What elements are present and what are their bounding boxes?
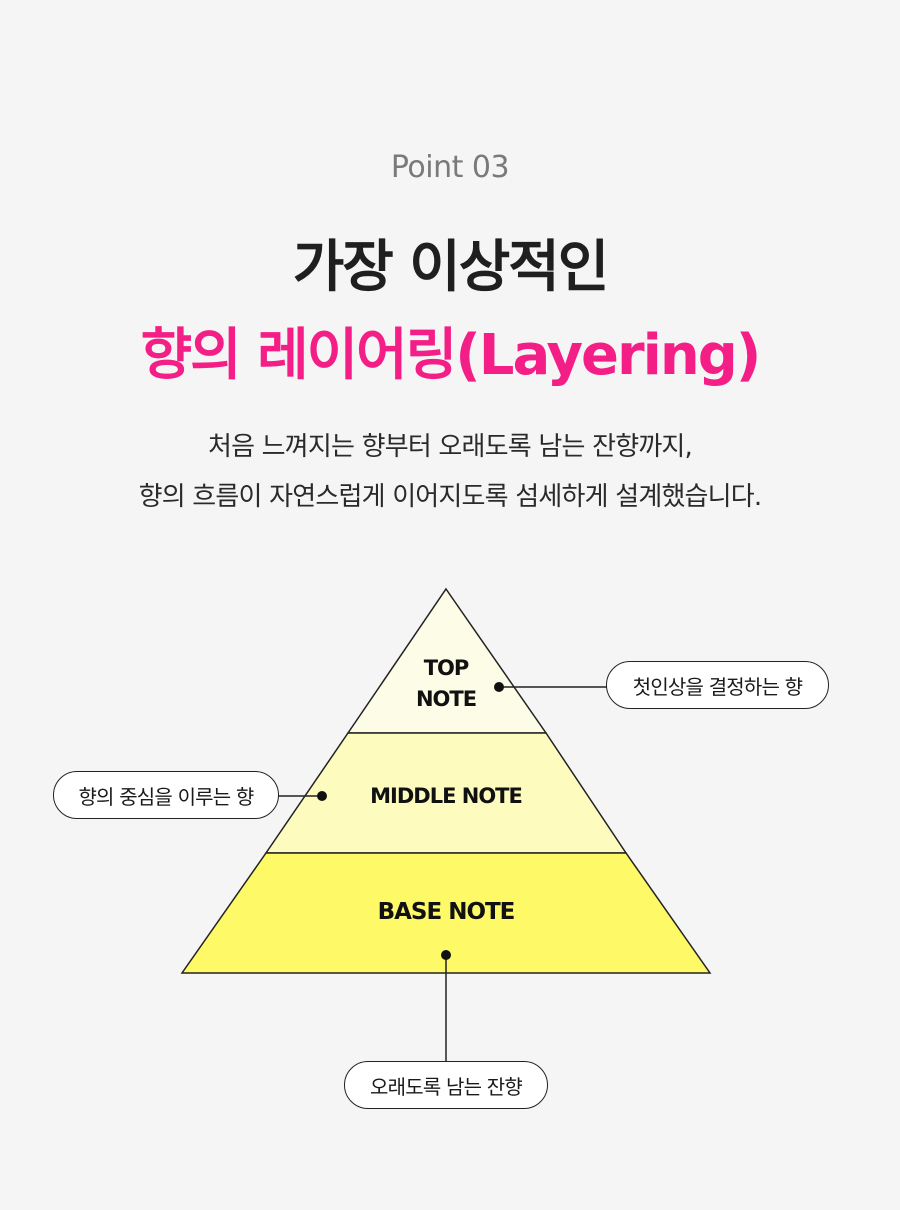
headline-line-2: 향의 레이어링(Layering) [140,323,762,388]
top-note-callout: 첫인상을 결정하는 향 [606,661,829,709]
base-note-label: BASE NOTE [378,899,515,925]
middle-note-dot [317,791,327,801]
headline-line-1: 가장 이상적인 [292,235,610,300]
middle-note-label: MIDDLE NOTE [370,784,522,808]
description-line-2: 향의 흐름이 자연스럽게 이어지도록 섬세하게 설계했습니다. [138,482,763,512]
section-eyebrow: Point 03 [390,150,510,185]
base-note-dot [441,950,451,960]
base-note-callout: 오래도록 남는 잔향 [344,1061,548,1109]
top-note-label-line2: NOTE [416,687,476,711]
base-note-layer [180,852,712,974]
top-note-dot [494,682,504,692]
top-note-label-line1: TOP [424,656,469,680]
middle-note-callout: 향의 중심을 이루는 향 [53,771,279,819]
description-line-1: 처음 느껴지는 향부터 오래도록 남는 잔향까지, [207,432,693,462]
